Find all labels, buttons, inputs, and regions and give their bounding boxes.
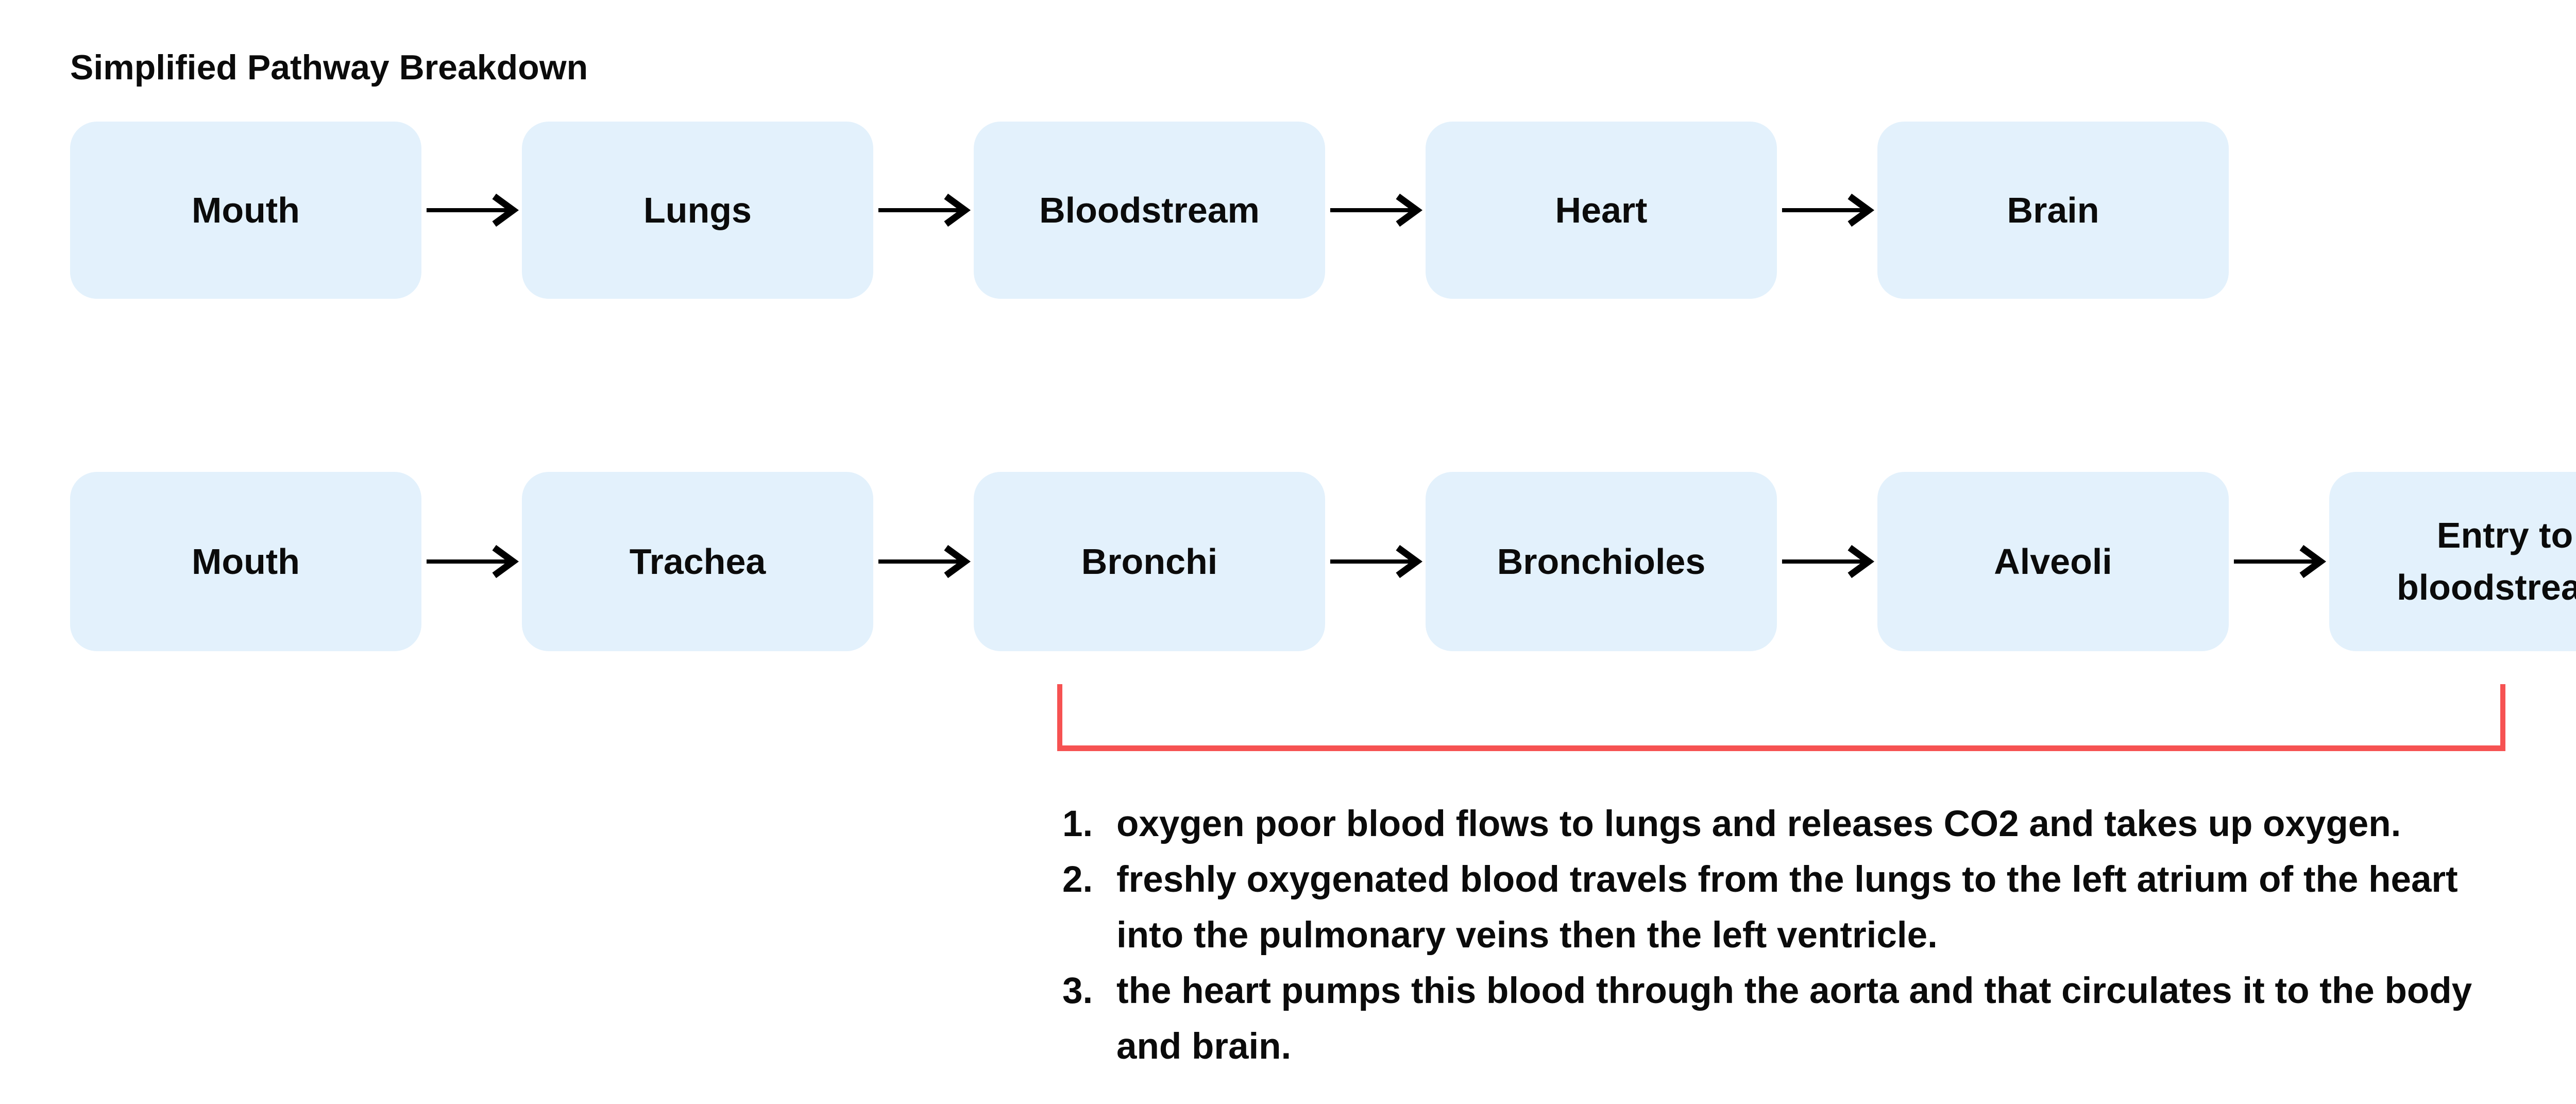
flow-row-detail: Mouth Trachea Bronchi Bron	[70, 472, 2576, 651]
notes-list: 1. oxygen poor blood flows to lungs and …	[1062, 796, 2472, 1075]
note-item: 3. the heart pumps this blood through th…	[1062, 963, 2472, 1075]
flow-node-brain: Brain	[1877, 122, 2229, 299]
note-line: into the pulmonary veins then the left v…	[1116, 915, 1938, 956]
page-title: Simplified Pathway Breakdown	[70, 48, 588, 87]
flow-node-trachea: Trachea	[522, 472, 873, 651]
note-number: 3.	[1062, 971, 1093, 1011]
arrow-right-icon	[1782, 545, 1875, 579]
connector	[2229, 540, 2329, 583]
note-text: freshly oxygenated blood travels from th…	[1116, 852, 2458, 963]
note-line: freshly oxygenated blood travels from th…	[1116, 859, 2458, 900]
flow-node-lungs: Lungs	[522, 122, 873, 299]
flow-node-entry-to-bloodstream: Entry to bloodstream	[2329, 472, 2576, 651]
connector	[1325, 540, 1426, 583]
node-label: Alveoli	[1994, 541, 2112, 582]
connector	[873, 189, 974, 232]
arrow-right-icon	[426, 545, 519, 579]
connector	[873, 540, 974, 583]
arrow-right-icon	[1330, 545, 1423, 579]
arrow-right-icon	[1782, 193, 1875, 227]
flow-node-bronchioles: Bronchioles	[1426, 472, 1777, 651]
flow-node-heart: Heart	[1426, 122, 1777, 299]
node-label: Bronchioles	[1497, 541, 1706, 582]
note-item: 2. freshly oxygenated blood travels from…	[1062, 852, 2472, 963]
node-label: Mouth	[192, 190, 300, 230]
connector	[421, 189, 522, 232]
arrow-right-icon	[878, 545, 971, 579]
arrow-right-icon	[878, 193, 971, 227]
flow-node-alveoli: Alveoli	[1877, 472, 2229, 651]
flow-node-mouth: Mouth	[70, 122, 421, 299]
note-text: oxygen poor blood flows to lungs and rel…	[1116, 796, 2401, 852]
note-item: 1. oxygen poor blood flows to lungs and …	[1062, 796, 2472, 852]
node-label: Bloodstream	[1039, 190, 1260, 230]
flow-node-bronchi: Bronchi	[974, 472, 1325, 651]
note-number: 1.	[1062, 804, 1093, 844]
note-text: the heart pumps this blood through the a…	[1116, 963, 2472, 1075]
node-label: Heart	[1555, 190, 1648, 230]
arrow-right-icon	[1330, 193, 1423, 227]
red-bracket	[1057, 684, 2505, 751]
node-label: Trachea	[629, 541, 766, 582]
node-label: Bronchi	[1081, 541, 1218, 582]
node-label: Mouth	[192, 541, 300, 582]
flow-node-mouth-2: Mouth	[70, 472, 421, 651]
note-line: the heart pumps this blood through the a…	[1116, 971, 2472, 1011]
note-number: 2.	[1062, 859, 1093, 900]
note-line: oxygen poor blood flows to lungs and rel…	[1116, 804, 2401, 844]
node-label: Entry to bloodstream	[2396, 515, 2576, 607]
flow-node-bloodstream: Bloodstream	[974, 122, 1325, 299]
connector	[1777, 189, 1877, 232]
flow-row-overview: Mouth Lungs Bloodstream He	[70, 122, 2229, 299]
node-label: Lungs	[643, 190, 752, 230]
arrow-right-icon	[2233, 545, 2327, 579]
connector	[1777, 540, 1877, 583]
connector	[1325, 189, 1426, 232]
note-line: and brain.	[1116, 1026, 1292, 1067]
connector	[421, 540, 522, 583]
arrow-right-icon	[426, 193, 519, 227]
node-label: Brain	[2007, 190, 2099, 230]
